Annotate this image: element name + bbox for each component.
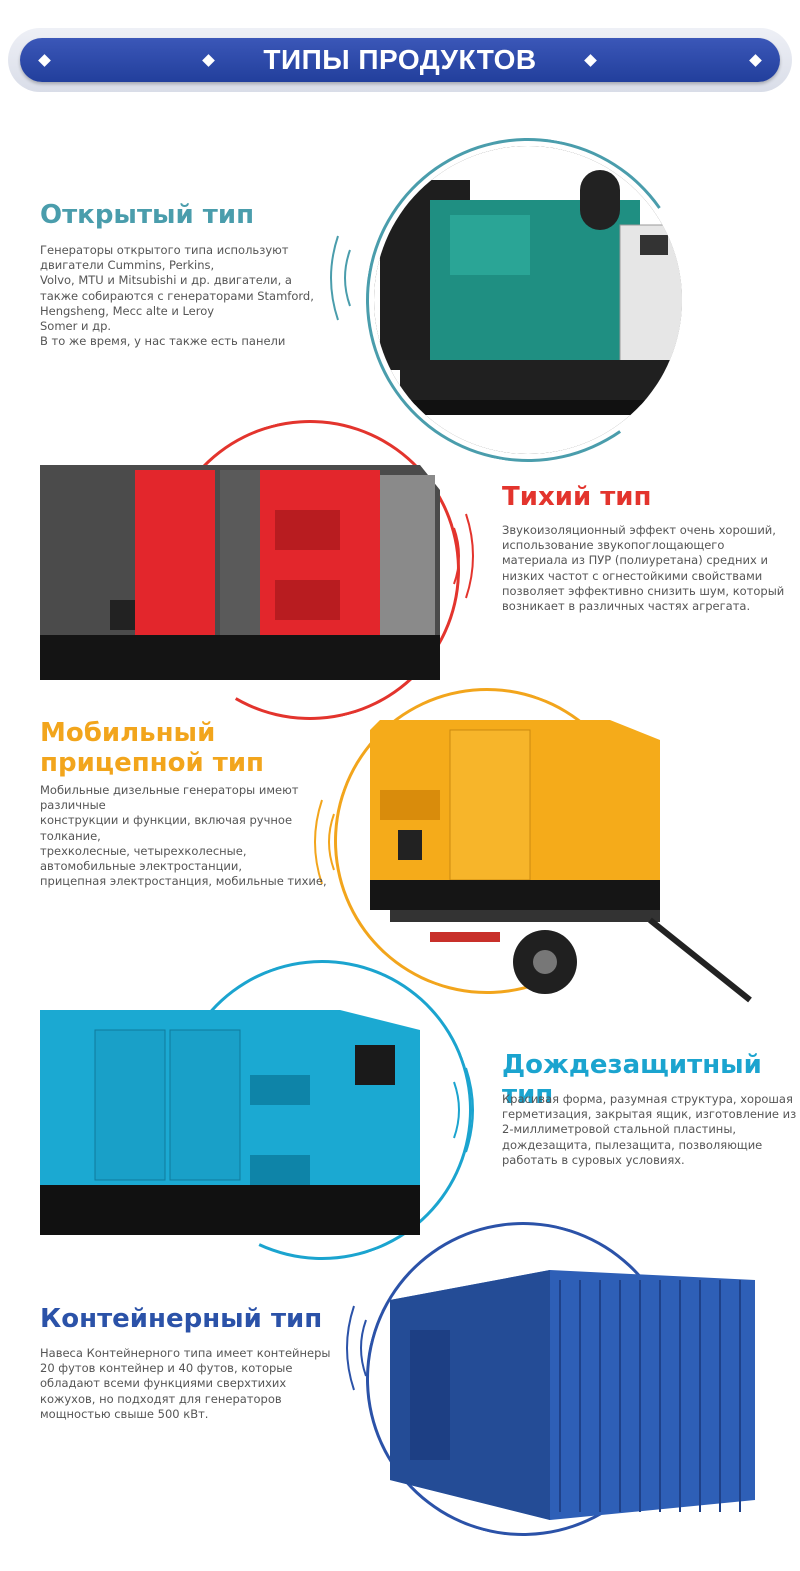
container-generator-image — [390, 1270, 755, 1520]
sound-wave-icon — [453, 513, 474, 599]
container-type-title: Контейнерный тип — [40, 1304, 323, 1334]
rainproof-generator-image — [40, 1010, 420, 1235]
sound-wave-icon — [314, 799, 335, 885]
silent-type-title: Тихий тип — [502, 482, 652, 512]
mobile-type-title: Мобильный прицепной тип — [40, 718, 265, 778]
open-type-description: Генераторы открытого типа используют дви… — [40, 243, 314, 349]
sound-wave-icon — [453, 1067, 474, 1153]
sound-wave-icon — [346, 1305, 367, 1391]
open-generator-image — [374, 146, 682, 454]
header-banner — [20, 38, 780, 82]
mobile-generator-image — [370, 720, 752, 1003]
silent-type-description: Звукоизоляционный эффект очень хороший, … — [502, 523, 785, 614]
mobile-type-description: Мобильные дизельные генераторы имеют раз… — [40, 783, 327, 889]
page-title: ТИПЫ ПРОДУКТОВ — [263, 44, 537, 75]
sound-wave-icon — [330, 235, 351, 321]
rainproof-type-title: Дождезащитный тип — [502, 1050, 762, 1110]
container-type-description: Навеса Контейнерного типа имеет контейне… — [40, 1346, 331, 1421]
rainproof-type-description: Красивая форма, разумная структура, хоро… — [502, 1092, 797, 1167]
silent-generator-image — [40, 465, 440, 680]
open-type-title: Открытый тип — [40, 200, 255, 230]
